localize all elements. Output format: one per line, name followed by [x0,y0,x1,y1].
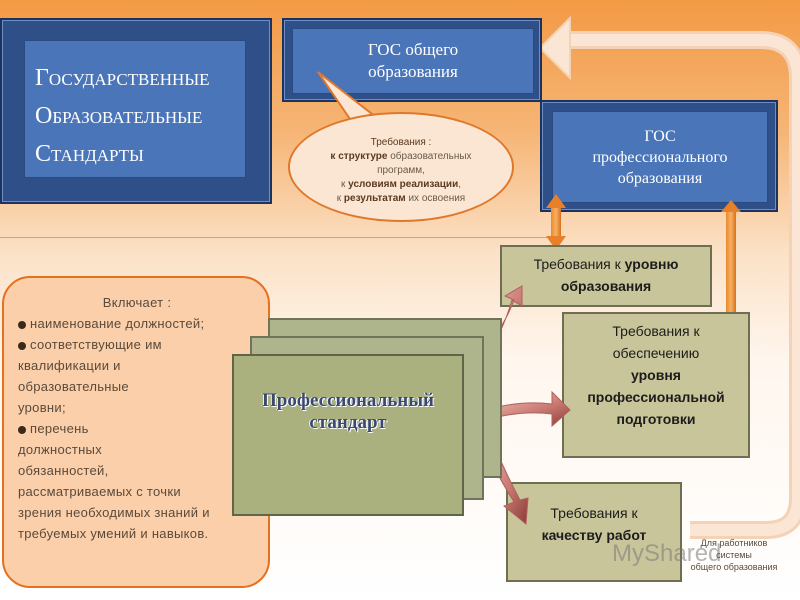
bullet-icon [18,341,26,350]
gos-general-line2: образования [368,62,458,81]
footnote: Для работников системы общего образовани… [690,538,778,572]
callout-line3: к условиям реализации, [340,179,462,190]
gos-prof-line1: ГОС [644,127,676,145]
main-title-line2: Образовательные [35,103,203,129]
callout-line2: программ, [377,165,425,176]
requirement-work-quality: Требования к качеству работ [506,482,682,582]
gos-professional-box: ГОС профессионального образования [540,100,778,212]
includes-panel: Включает : наименование должностей; соот… [2,276,270,588]
bullet-icon [18,425,26,434]
req-level-line2: образования [560,278,652,294]
gos-general-line1: ГОС общего [367,40,459,59]
bullet-icon [18,320,26,329]
prof-standard-line1: Профессиональный [261,390,435,411]
main-title-box: Государственные Образовательные Стандарт… [0,18,272,204]
requirement-education-level: Требования к уровню образования [500,245,712,307]
watermark: MyShared [612,540,722,567]
requirements-callout: Требования : к структуре образовательных… [288,112,514,222]
gos-prof-line2: профессионального [592,148,728,166]
callout-title: Требования : [370,137,432,148]
includes-heading: Включает : [102,295,172,310]
callout-line1: к структуре образовательных [330,151,472,162]
callout-line4: к результатам их освоения [336,193,466,204]
prof-standard-line2: стандарт [309,412,387,433]
gos-prof-line3: образования [617,169,703,187]
double-arrow-left-icon [546,194,566,250]
requirement-training-support: Требования к обеспечению уровня професси… [562,312,750,458]
main-title-line1: Государственные [35,65,210,91]
divider-line [0,237,555,238]
main-title-line3: Стандарты [35,141,144,167]
professional-standard-card: Профессиональный стандарт [232,354,464,516]
